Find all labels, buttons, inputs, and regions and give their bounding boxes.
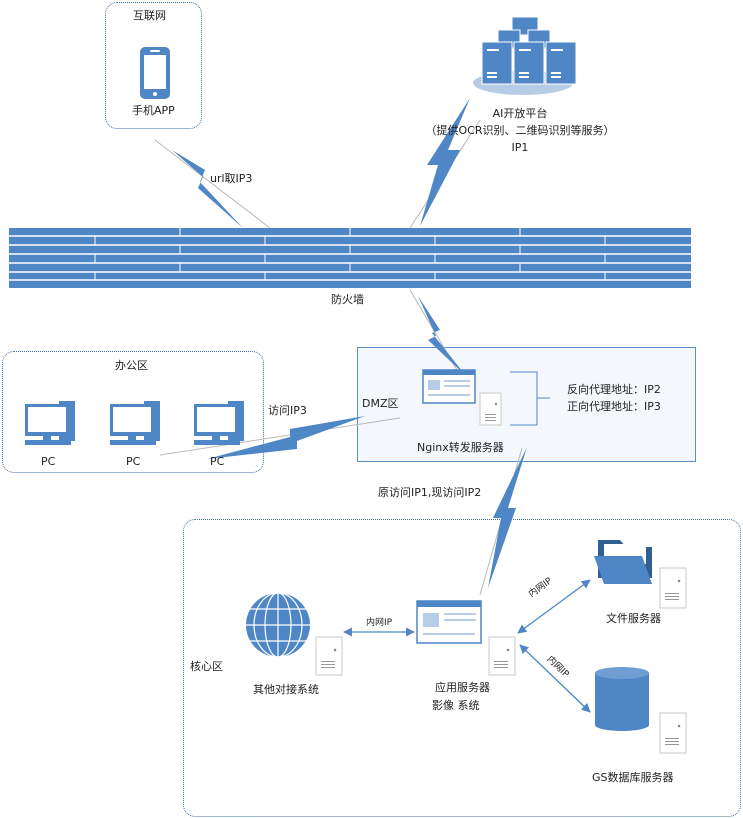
mobile-phone-icon — [140, 47, 170, 99]
pc-icon — [194, 401, 244, 445]
lightning-link-firewall-dmz — [418, 296, 466, 376]
file-server-tower-icon — [659, 567, 687, 609]
pc-label: PC — [210, 455, 225, 468]
link-label-dmz-core: 原访问IP1,现访问IP2 — [378, 486, 482, 499]
app-server-tower-icon — [488, 636, 516, 676]
app-server-label: 应用服务器 — [435, 681, 490, 694]
office-zone-label: 办公区 — [115, 359, 148, 372]
firewall-label: 防火墙 — [331, 293, 364, 306]
firewall-icon — [9, 228, 691, 288]
folder-icon — [594, 540, 652, 584]
db-server-tower-icon — [659, 712, 687, 754]
nginx-server-tower-icon — [479, 392, 502, 426]
office-zone — [2, 351, 264, 473]
nginx-window-icon — [422, 369, 476, 404]
pc-icon — [110, 401, 160, 445]
other-systems-label: 其他对接系统 — [253, 683, 319, 696]
pc-label: PC — [126, 455, 141, 468]
app-window-icon — [416, 600, 482, 644]
ai-platform-label: AI开放平台 — [492, 107, 548, 120]
intranet-arrow-db — [519, 644, 591, 713]
forward-proxy-label: 正向代理地址：IP3 — [567, 400, 661, 413]
gray-connectors — [154, 119, 523, 596]
lightning-link-ai — [420, 98, 470, 226]
proxy-bracket — [510, 371, 538, 426]
intranet-arrow-file — [517, 579, 591, 634]
nginx-label: Nginx转发服务器 — [417, 441, 504, 454]
core-zone-label: 核心区 — [190, 660, 223, 673]
pc-label: PC — [41, 455, 56, 468]
link-label-office: 访问IP3 — [268, 404, 307, 417]
mobile-app-label: 手机APP — [132, 104, 175, 117]
image-system-label: 影像 系统 — [432, 699, 480, 712]
internet-zone — [105, 2, 202, 129]
reverse-proxy-label: 反向代理地址：IP2 — [567, 383, 661, 396]
internet-zone-label: 互联网 — [133, 9, 166, 22]
dmz-zone — [357, 347, 696, 462]
lightning-link-dmz-core — [488, 447, 527, 588]
ai-platform-ip: IP1 — [511, 141, 529, 154]
dmz-zone-label: DMZ区 — [362, 397, 399, 410]
pc-icon — [25, 401, 75, 445]
db-server-label: GS数据库服务器 — [592, 771, 674, 784]
database-icon — [595, 667, 649, 731]
globe-icon — [246, 592, 310, 658]
link-label-mobile: url取IP3 — [210, 172, 253, 185]
ai-platform-desc: （提供OCR识别、二维码识别等服务） — [425, 124, 615, 137]
core-zone — [183, 519, 741, 817]
ai-server-cluster-icon — [473, 16, 577, 95]
file-server-label: 文件服务器 — [606, 612, 661, 625]
lightning-link-office — [207, 416, 365, 459]
other-server-tower-icon — [315, 636, 343, 676]
intranet-label-other: 内网IP — [366, 618, 393, 628]
